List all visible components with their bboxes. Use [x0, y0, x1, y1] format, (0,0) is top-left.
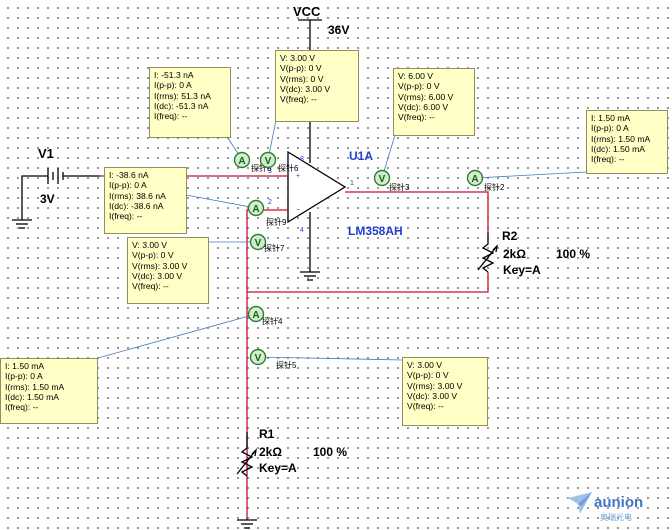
probe6-name: 探针6 [278, 163, 299, 173]
probe4-ammeter-icon[interactable]: A 探针4 [247, 305, 283, 327]
r2-label: R2 [502, 229, 518, 243]
opamp-pin1: 1 [350, 180, 354, 187]
brand-sub: 奥瑞光电 [600, 512, 632, 522]
paper-plane-icon: aunion 奥瑞光电 [568, 492, 643, 522]
ground-opamp [300, 271, 320, 281]
r1-label: R1 [259, 427, 275, 441]
svg-text:A: A [252, 310, 259, 321]
svg-text:V: V [255, 353, 262, 364]
probe2-name: 探针2 [484, 182, 505, 192]
opamp-minus-sign: − [296, 207, 300, 214]
probe6-voltmeter-icon[interactable]: V 探针6 [259, 151, 299, 174]
probe8-ammeter-icon[interactable]: A 探针8 [233, 151, 272, 174]
v1-label: V1 [38, 146, 54, 161]
opamp-u1a[interactable]: + − 8 4 3 2 1 U1A LM358AH [268, 149, 403, 238]
wire-feedback [247, 272, 489, 293]
resistor-r1[interactable]: R1 2kΩ Key=A 100 % [236, 427, 347, 477]
resistor-r2[interactable]: R2 2kΩ Key=A 100 % [477, 229, 590, 277]
source-v1[interactable]: V1 3V [21, 146, 100, 220]
opamp-pin2: 2 [268, 199, 272, 206]
opamp-pin3: 3 [268, 168, 272, 175]
brand-name: aunion [594, 494, 643, 511]
probe4-name: 探针4 [262, 316, 283, 326]
svg-text:V: V [265, 156, 272, 167]
svg-text:A: A [252, 204, 259, 215]
probe9-name: 探针9 [266, 217, 287, 227]
ground-v1 [12, 219, 32, 229]
probe9-ammeter-icon[interactable]: A 探针9 [247, 199, 287, 228]
wire-inverting-node [246, 209, 288, 520]
svg-text:V: V [379, 174, 386, 185]
opamp-pin4: 4 [300, 227, 304, 234]
svg-text:A: A [238, 156, 245, 167]
r2-key: Key=A [503, 263, 541, 277]
vcc-label: VCC [293, 4, 321, 19]
probe3-name: 探针3 [389, 182, 410, 192]
opamp-part: LM358AH [348, 224, 403, 238]
r2-value: 2kΩ [503, 247, 526, 261]
opamp-pin8: 8 [300, 156, 304, 163]
r1-key: Key=A [259, 461, 297, 475]
opamp-plus-sign: + [296, 173, 300, 180]
vcc-value: 36V [328, 23, 349, 37]
probe5-voltmeter-icon[interactable]: V 探针5 [249, 348, 297, 371]
svg-text:A: A [471, 174, 478, 185]
ground-r1 [237, 519, 257, 529]
probe3-voltmeter-icon[interactable]: V 探针3 [373, 169, 410, 193]
probe7-voltmeter-icon[interactable]: V 探针7 [249, 233, 285, 254]
brand-watermark: aunion 奥瑞光电 [566, 490, 666, 524]
opamp-triangle [287, 150, 347, 224]
v1-value: 3V [40, 192, 55, 206]
r1-value: 2kΩ [259, 445, 282, 459]
r1-percent: 100 % [313, 445, 347, 459]
svg-text:V: V [255, 238, 262, 249]
probe5-name: 探针5 [276, 360, 297, 370]
probe2-ammeter-icon[interactable]: A 探针2 [466, 169, 505, 193]
probe7-name: 探针7 [264, 243, 285, 253]
vcc-supply[interactable]: VCC 36V [293, 4, 349, 52]
opamp-label: U1A [349, 149, 373, 163]
r2-percent: 100 % [556, 247, 590, 261]
probe8-name: 探针8 [251, 163, 272, 173]
wire-output [345, 191, 489, 232]
